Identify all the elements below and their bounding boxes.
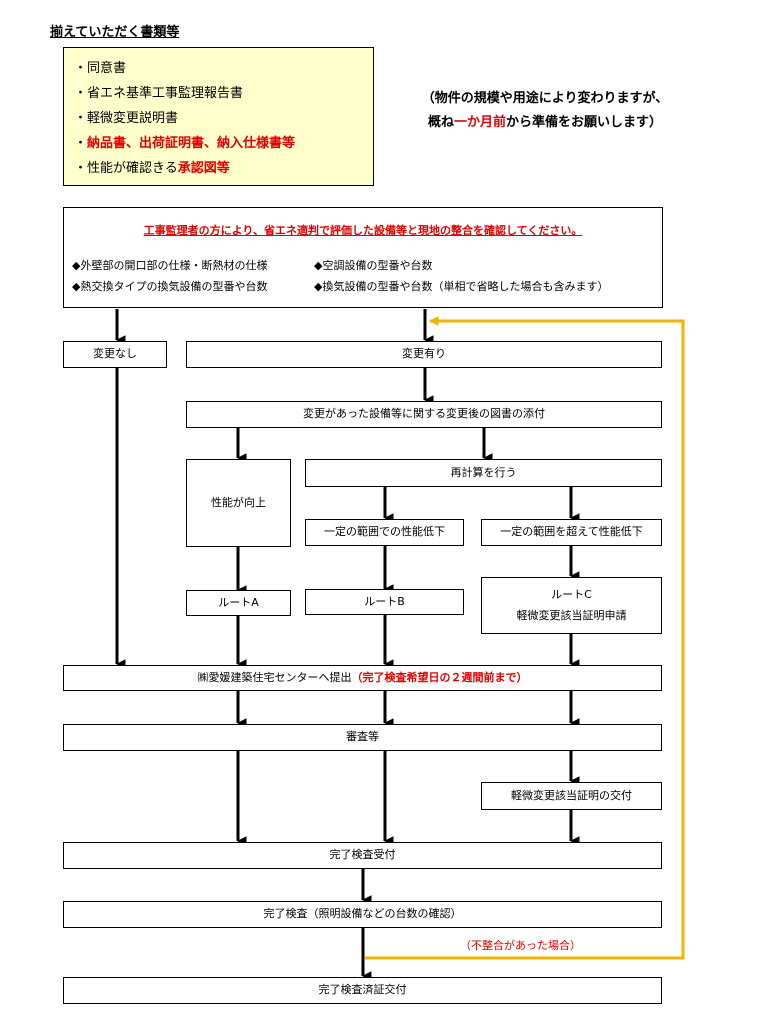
document-item: ・性能が確認きる承認図等: [74, 161, 230, 176]
perf-up-box: 性能が向上: [186, 459, 291, 547]
document-item: ・省エネ基準工事監理報告書: [74, 86, 244, 101]
submit-deadline: （完了検査希望日の２週間前まで）: [351, 670, 528, 684]
submit-label: ㈱愛媛建築住宅センターへ提出: [197, 670, 352, 684]
beyond-range-box: 一定の範囲を超えて性能低下: [481, 519, 662, 546]
inspection-box: 完了検査（照明設備などの台数の確認）: [63, 901, 662, 928]
document-item: ・軽微変更説明書: [74, 111, 179, 126]
note-line-2: 概ね一か月前から準備をお願いします）: [427, 115, 663, 130]
document-item: ・同意書: [74, 61, 127, 76]
review-box: 審査等: [63, 724, 662, 751]
route-b-box: ルートB: [305, 589, 464, 615]
recalc-box: 再計算を行う: [305, 459, 662, 487]
check-item: ◆熱交換タイプの換気設備の型番や台数: [72, 280, 268, 293]
check-item: ◆空調設備の型番や台数: [314, 259, 433, 272]
documents-list: ・同意書 ・省エネ基準工事監理報告書 ・軽微変更説明書 ・納品書、出荷証明書、納…: [63, 47, 374, 186]
no-change-box: 変更なし: [63, 341, 167, 368]
changed-box: 変更有り: [186, 341, 662, 368]
document-item: ・納品書、出荷証明書、納入仕様書等: [74, 136, 296, 151]
minor-cert-box: 軽微変更該当証明の交付: [481, 782, 662, 810]
route-c-box: ルートC 軽微変更該当証明申請: [481, 577, 662, 634]
mismatch-label: （不整合があった場合）: [460, 939, 581, 952]
check-item: ◆外壁部の開口部の仕様・断熱材の仕様: [72, 259, 268, 272]
check-item: ◆換気設備の型番や台数（単相で省略した場合も含みます）: [314, 280, 609, 293]
mismatch-loop-arrow: [365, 316, 685, 960]
route-c-label: ルートC: [551, 587, 592, 601]
note-line-1: （物件の規模や用途により変わりますが、: [421, 91, 669, 106]
attach-docs-box: 変更があった設備等に関する変更後の図書の添付: [186, 401, 662, 428]
route-c-application: 軽微変更該当証明申請: [516, 608, 627, 622]
submit-box: ㈱愛媛建築住宅センターへ提出（完了検査希望日の２週間前まで）: [63, 665, 662, 691]
within-range-box: 一定の範囲での性能低下: [305, 519, 464, 546]
inspection-accept-box: 完了検査受付: [63, 842, 662, 869]
route-a-box: ルートA: [186, 590, 291, 616]
supervisor-check-headline: 工事監理者の方により、省エネ適判で評価した設備等と現地の整合を確認してください。: [143, 224, 583, 237]
certificate-box: 完了検査済証交付: [63, 977, 662, 1004]
page-title: 揃えていただく書類等: [50, 25, 180, 40]
supervisor-check-box: 工事監理者の方により、省エネ適判で評価した設備等と現地の整合を確認してください。…: [63, 207, 663, 308]
preparation-note: （物件の規模や用途により変わりますが、 概ね一か月前から準備をお願いします）: [395, 87, 695, 135]
